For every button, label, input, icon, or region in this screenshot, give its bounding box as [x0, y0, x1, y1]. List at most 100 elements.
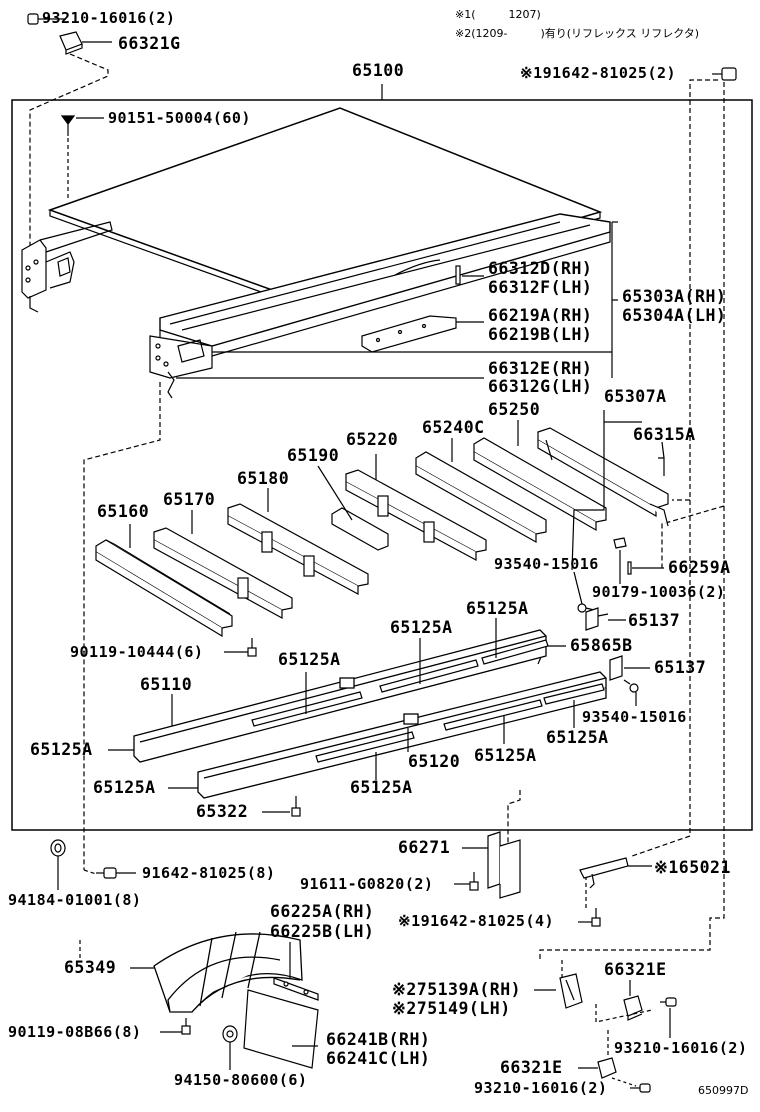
label-65303A: 65303A(RH): [622, 287, 727, 306]
note-2: ※2(1209- )有り(リフレックス リフレクタ): [455, 27, 700, 40]
label-90119-10444: 90119-10444(6): [70, 643, 204, 661]
clamp-66321E-upper-icon: [623, 995, 643, 1021]
bolt-91642-top-icon: [712, 67, 737, 81]
crossmember-65240C-drawing: [415, 451, 547, 544]
label-66312E: 66312E(RH): [488, 359, 593, 378]
crossmember-65250-drawing: [473, 437, 607, 532]
label-90151-50004: 90151-50004(60): [108, 109, 251, 127]
label-66219A: 66219A(RH): [488, 306, 593, 325]
label-91642-81025-4: ※191642-81025(4): [398, 912, 555, 930]
label-94184-01001: 94184-01001(8): [8, 891, 142, 909]
bolt-93210-lower-icon: [630, 1083, 651, 1093]
reflector-75139A-drawing: [559, 973, 583, 1009]
drawing-code: 650997D: [698, 1084, 749, 1097]
latch-66312E-icon: [167, 371, 175, 399]
label-65170: 65170: [163, 490, 216, 509]
clamp-66321G-icon: [59, 31, 83, 55]
label-66219B: 66219B(LH): [488, 325, 593, 344]
bracket-66271-drawing: [487, 831, 521, 899]
bolt-91642-4-icon: [591, 908, 601, 927]
label-65180: 65180: [237, 469, 290, 488]
label-65100: 65100: [352, 61, 405, 80]
mudguard-65349-drawing: [153, 931, 303, 1013]
label-65021: ※165021: [654, 858, 731, 877]
label-66241B: 66241B(RH): [326, 1030, 431, 1049]
label-65307A: 65307A: [604, 387, 667, 406]
bracket-66225A-drawing: [273, 977, 319, 1001]
bolt-93540-lower-icon: [623, 679, 639, 693]
nut-90179-icon: [613, 537, 627, 549]
label-65125A-2: 65125A: [390, 618, 453, 637]
label-65349: 65349: [64, 958, 117, 977]
label-65125A-6: 65125A: [474, 746, 537, 765]
pin-66315A-icon: [658, 457, 665, 476]
label-93210-16016-right: 93210-16016(2): [614, 1039, 748, 1057]
label-75139A: ※275139A(RH): [392, 980, 522, 999]
label-66225B: 66225B(LH): [270, 922, 375, 941]
label-65190: 65190: [287, 446, 340, 465]
grommet-94184-icon: [50, 839, 66, 857]
label-90119-08B66: 90119-08B66(8): [8, 1023, 142, 1041]
label-66315A: 66315A: [633, 425, 696, 444]
label-93210-16016-lower: 93210-16016(2): [474, 1079, 608, 1097]
left-hinge-drawing: [21, 221, 113, 313]
label-66312F: 66312F(LH): [488, 278, 593, 297]
bracket-65137-upper-icon: [585, 607, 609, 631]
label-66321E-lower: 66321E: [500, 1058, 563, 1077]
label-65125A-8: 65125A: [350, 778, 413, 797]
label-94150-80600: 94150-80600(6): [174, 1071, 308, 1089]
label-90179-10036: 90179-10036(2): [592, 583, 726, 601]
bolt-65322-icon: [291, 796, 301, 817]
note-1: ※1( 1207): [455, 8, 541, 21]
crossmember-65190-drawing: [331, 507, 389, 551]
label-65125A-5: 65125A: [30, 740, 93, 759]
label-93540-15016-upper: 93540-15016: [494, 555, 599, 573]
screw-90151-icon: [60, 115, 76, 136]
pin-66312D-icon: [455, 265, 461, 285]
nut-94150-icon: [222, 1025, 238, 1043]
bracket-65137-lower-icon: [609, 655, 623, 681]
label-65120: 65120: [408, 752, 461, 771]
crossmember-65307A-drawing: [537, 427, 669, 527]
label-91642-81025-top: ※191642-81025(2): [520, 64, 677, 82]
label-65322: 65322: [196, 802, 249, 821]
label-65865B: 65865B: [570, 636, 633, 655]
label-66321G: 66321G: [118, 34, 181, 53]
label-93540-15016-lower: 93540-15016: [582, 708, 687, 726]
label-65125A-3: 65125A: [278, 650, 341, 669]
strip-65125A-drawing: [251, 639, 605, 763]
bracket-66219A-drawing: [361, 315, 457, 353]
label-65137-lower: 65137: [654, 658, 707, 677]
side-rail-65303A-drawing: [149, 213, 611, 379]
label-66312G: 66312G(LH): [488, 377, 593, 396]
bracket-65021-drawing: [579, 857, 629, 889]
crossmember-65170-drawing: [153, 527, 293, 620]
mudflap-66241B-drawing: [243, 989, 319, 1069]
crossmember-65180-drawing: [227, 503, 369, 596]
bolt-91642-8-icon: [96, 867, 117, 879]
label-65125A-4: 65125A: [546, 728, 609, 747]
crossmember-65220-drawing: [345, 469, 487, 562]
label-91611-G0820: 91611-G0820(2): [300, 875, 434, 893]
bolt-93210-right-icon: [660, 997, 677, 1007]
label-66321E-upper: 66321E: [604, 960, 667, 979]
label-66312D: 66312D(RH): [488, 259, 593, 278]
label-66225A: 66225A(RH): [270, 902, 375, 921]
label-65240C: 65240C: [422, 418, 485, 437]
label-75149: ※275149(LH): [392, 999, 511, 1018]
label-65220: 65220: [346, 430, 399, 449]
label-66241C: 66241C(LH): [326, 1049, 431, 1068]
bolt-91611-icon: [469, 872, 479, 891]
label-65137-upper: 65137: [628, 611, 681, 630]
label-65160: 65160: [97, 502, 150, 521]
pin-66259A-icon: [627, 561, 632, 575]
label-91642-81025-8: 91642-81025(8): [142, 864, 276, 882]
crossmember-65160-drawing: [95, 539, 233, 638]
label-66259A: 66259A: [668, 558, 731, 577]
label-65125A-1: 65125A: [466, 599, 529, 618]
label-66271: 66271: [398, 838, 451, 857]
label-65250: 65250: [488, 400, 541, 419]
label-65110: 65110: [140, 675, 193, 694]
